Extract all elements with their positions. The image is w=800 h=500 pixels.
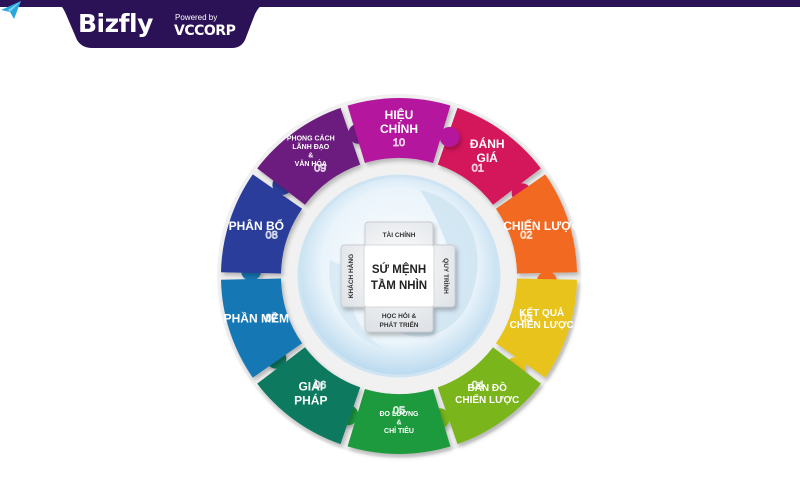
piece-label-03-line-1: KẾT QUẢ: [519, 306, 564, 319]
piece-label-07-line-1: PHẦN MỀM: [224, 311, 289, 326]
center-label-bottom-2: PHÁT TRIỂN: [380, 320, 419, 329]
center-label-bottom-1: HỌC HỎI &: [382, 311, 417, 320]
puzzle-piece-shape: [437, 107, 541, 205]
piece-label-04-line-2: CHIẾN LƯỢC: [455, 393, 519, 406]
piece-label-01-line-2: GIÁ: [477, 150, 499, 165]
piece-label-10-line-2: CHỈNH: [380, 121, 418, 136]
piece-label-09-line-1: PHONG CÁCH: [287, 133, 335, 142]
piece-label-09-line-3: &: [308, 152, 313, 159]
center-label-right: QUY TRÌNH: [442, 258, 451, 294]
piece-number-03: 03: [520, 312, 532, 324]
center-core: [363, 244, 435, 308]
center-label-left: KHÁCH HÀNG: [346, 254, 355, 298]
piece-label-10-line-1: HIỆU: [385, 107, 414, 122]
piece-number-04: 04: [472, 379, 484, 391]
paper-plane-icon: [1, 1, 21, 19]
powered-by-label: Powered by: [175, 13, 218, 22]
header-band: [0, 0, 800, 7]
brand-logo-tab[interactable]: Bizfly Powered by VCCORP: [0, 0, 300, 50]
piece-label-05-line-2: &: [396, 419, 401, 426]
center-title-line-2: TẦM NHÌN: [371, 279, 427, 292]
puzzle-piece-shape: [437, 347, 541, 445]
piece-number-07: 07: [265, 312, 277, 324]
piece-label-08-line-1: PHÂN BỔ: [229, 218, 284, 233]
piece-number-10: 10: [393, 137, 405, 149]
puzzle-piece-shape: [347, 389, 451, 454]
piece-label-06-line-2: PHÁP: [294, 393, 327, 408]
puzzle-piece-shape: [495, 174, 577, 274]
puzzle-piece-10: [347, 98, 460, 163]
puzzle-piece-shape: [221, 278, 303, 378]
piece-number-01: 01: [472, 163, 484, 175]
bubble-swirl: [395, 190, 478, 337]
brand-name: Bizfly: [78, 9, 153, 38]
puzzle-piece-shape: [257, 107, 361, 205]
puzzle-piece-shape: [495, 278, 577, 378]
piece-number-08: 08: [265, 230, 277, 242]
piece-number-02: 02: [520, 230, 532, 242]
puzzle-knob: [439, 126, 460, 147]
puzzle-piece-shape: [221, 174, 303, 274]
piece-label-09-line-4: VĂN HÓA: [295, 159, 327, 168]
center-title-line-1: SỨ MỆNH: [372, 263, 426, 276]
piece-label-05-line-1: ĐO LƯỜNG: [380, 409, 420, 418]
piece-label-02-line-1: CHIẾN LƯỢC: [503, 218, 580, 233]
piece-number-05: 05: [393, 405, 405, 417]
piece-number-09: 09: [314, 163, 326, 175]
center-label-top: TÀI CHÍNH: [383, 230, 416, 239]
piece-label-04-line-1: BẢN ĐỒ: [467, 381, 507, 394]
logo-tab-shape: [55, 0, 275, 48]
puzzle-ring: [221, 98, 577, 454]
puzzle-piece-shape: [347, 98, 451, 163]
vccorp-logo-text: VCCORP: [174, 23, 236, 39]
piece-label-06-line-1: GIẢI: [298, 379, 323, 394]
piece-label-01-line-1: ĐÁNH: [470, 136, 505, 151]
piece-label-03-line-2: CHIẾN LƯỢC: [510, 318, 574, 331]
puzzle-piece-shape: [257, 347, 361, 445]
piece-number-06: 06: [314, 379, 326, 391]
piece-label-09-line-2: LÃNH ĐẠO: [292, 142, 329, 151]
piece-label-05-line-3: CHỈ TIÊU: [384, 426, 414, 435]
